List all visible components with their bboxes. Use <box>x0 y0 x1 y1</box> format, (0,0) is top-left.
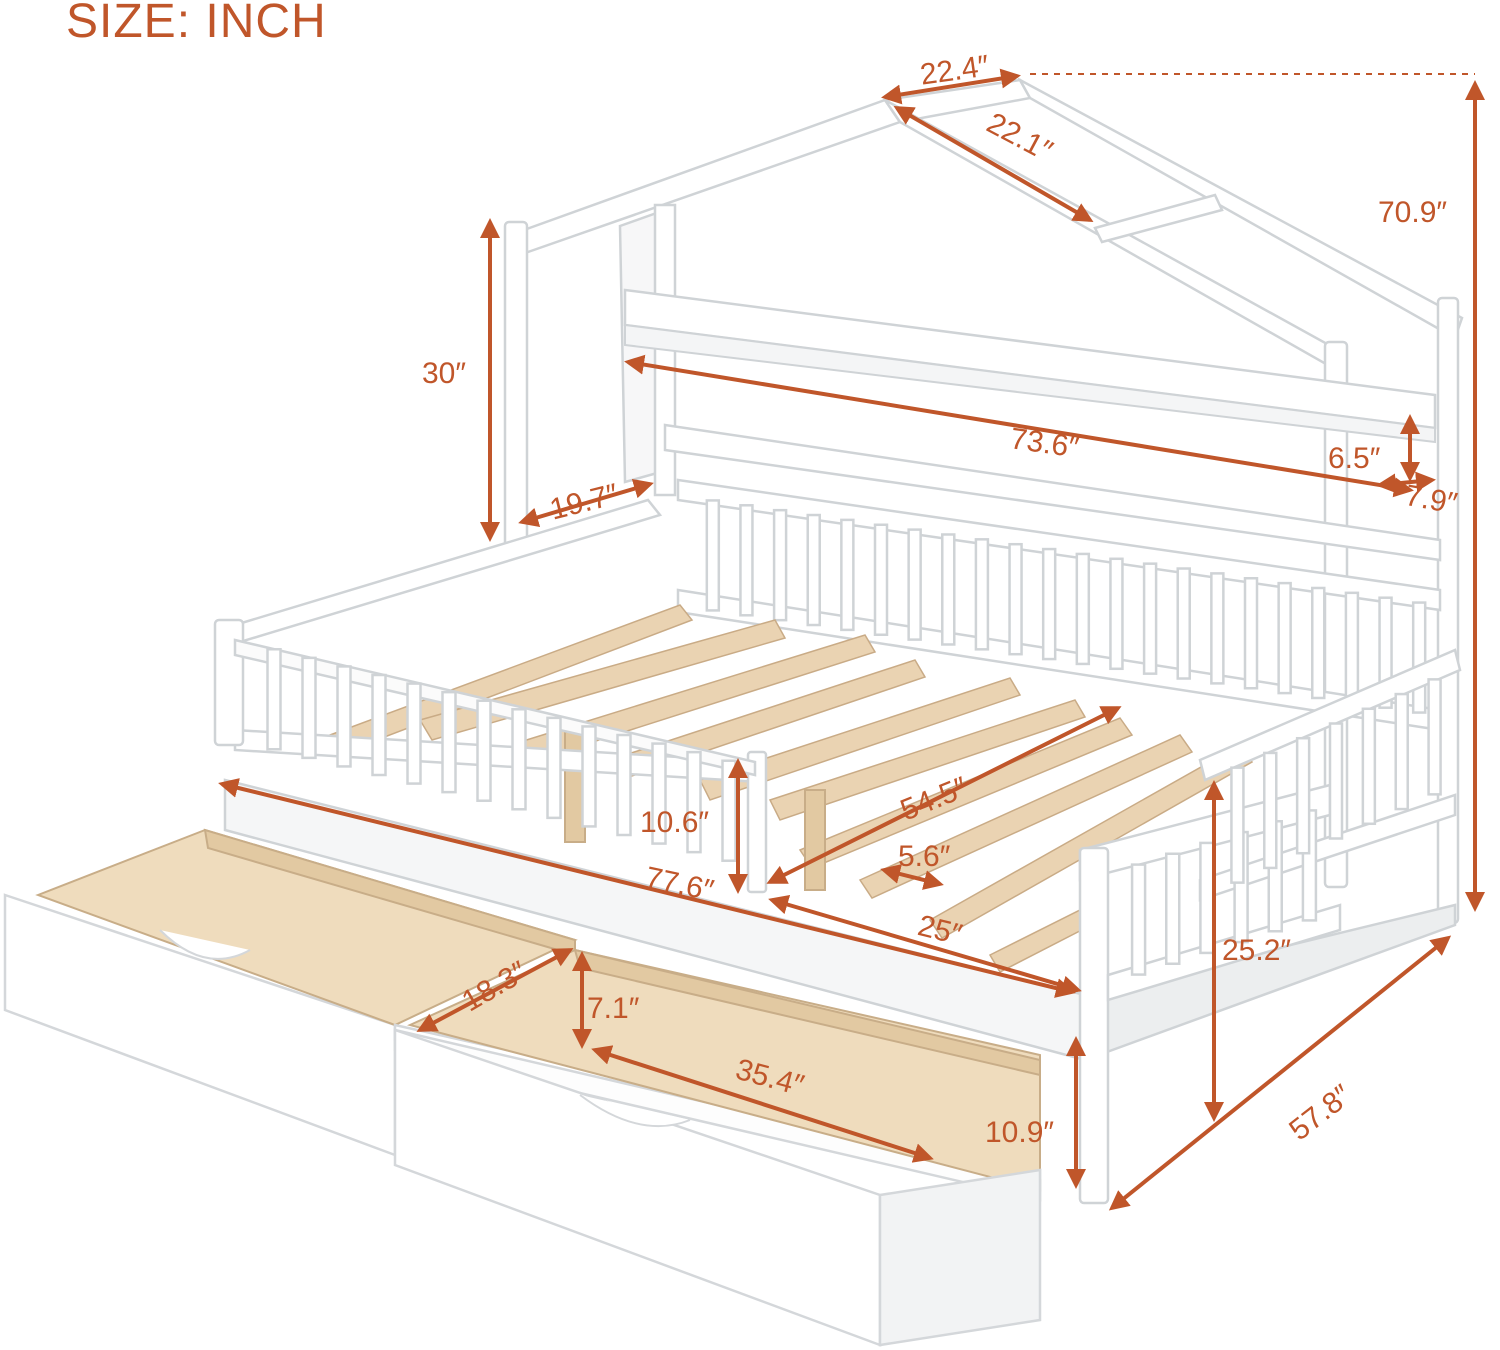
back-spindle <box>1176 567 1191 680</box>
label-shelf-length: 73.6″ <box>1008 422 1081 464</box>
back-spindle <box>1109 557 1124 671</box>
back-spindle <box>1210 572 1225 685</box>
footboard-spindle <box>1328 722 1344 840</box>
back-spindle <box>840 518 855 632</box>
label-rail-height: 10.6″ <box>640 806 709 839</box>
left-spindle <box>511 708 527 811</box>
back-spindle <box>1311 586 1326 700</box>
label-slat-gap: 5.6″ <box>898 840 951 873</box>
footboard-spindle <box>1295 736 1311 855</box>
label-drawer-box-height: 10.9″ <box>985 1116 1054 1149</box>
back-spindle <box>1075 552 1091 666</box>
footboard-spindle <box>1165 852 1181 965</box>
back-spindle <box>873 523 889 636</box>
footboard-spindle <box>1263 751 1278 870</box>
back-spindle <box>772 508 788 622</box>
left-spindle <box>721 759 737 862</box>
back-spindle <box>974 538 990 651</box>
label-total-height: 70.9″ <box>1378 196 1447 229</box>
back-spindle <box>705 499 721 612</box>
back-spindle <box>1344 591 1360 705</box>
label-bed-height: 25.2″ <box>1222 934 1291 967</box>
label-total-width: 57.8″ <box>1283 1078 1358 1147</box>
back-rail <box>676 478 1442 732</box>
footboard-spindle <box>1130 863 1147 976</box>
left-spindle <box>406 682 422 785</box>
left-spindle <box>301 656 317 760</box>
left-spindle <box>616 733 632 837</box>
left-spindle <box>546 716 562 820</box>
label-shelf-height: 6.5″ <box>1328 442 1381 475</box>
back-spindle <box>1243 577 1259 690</box>
left-spindle <box>266 648 282 751</box>
back-spindle <box>1008 542 1023 656</box>
size-unit-title: SIZE: INCH <box>66 0 327 48</box>
back-spindle <box>806 513 821 627</box>
label-inner-width: 54.5″ <box>896 771 973 828</box>
left-spindle <box>371 673 387 777</box>
back-spindle <box>941 533 956 646</box>
footboard-spindle <box>1361 707 1377 826</box>
label-post-height: 30″ <box>422 357 466 390</box>
left-spindle <box>476 699 492 802</box>
label-drawer-height: 7.1″ <box>587 992 640 1025</box>
back-spindle <box>907 528 922 641</box>
left-spindle <box>336 665 352 768</box>
left-spindle <box>581 725 597 828</box>
footboard-spindle <box>1199 841 1215 955</box>
dimension-arrows <box>218 68 1485 1211</box>
back-spindle <box>739 504 754 617</box>
footboard-spindle <box>1427 678 1442 796</box>
footboard-spindle <box>1394 692 1409 811</box>
back-spindle <box>1277 581 1292 695</box>
back-spindle <box>1041 547 1057 661</box>
back-spindle <box>1411 601 1427 714</box>
footboard <box>1078 648 1462 1205</box>
back-spindle <box>1142 562 1158 675</box>
footboard-spindle <box>1230 766 1245 884</box>
left-spindle <box>441 690 457 794</box>
